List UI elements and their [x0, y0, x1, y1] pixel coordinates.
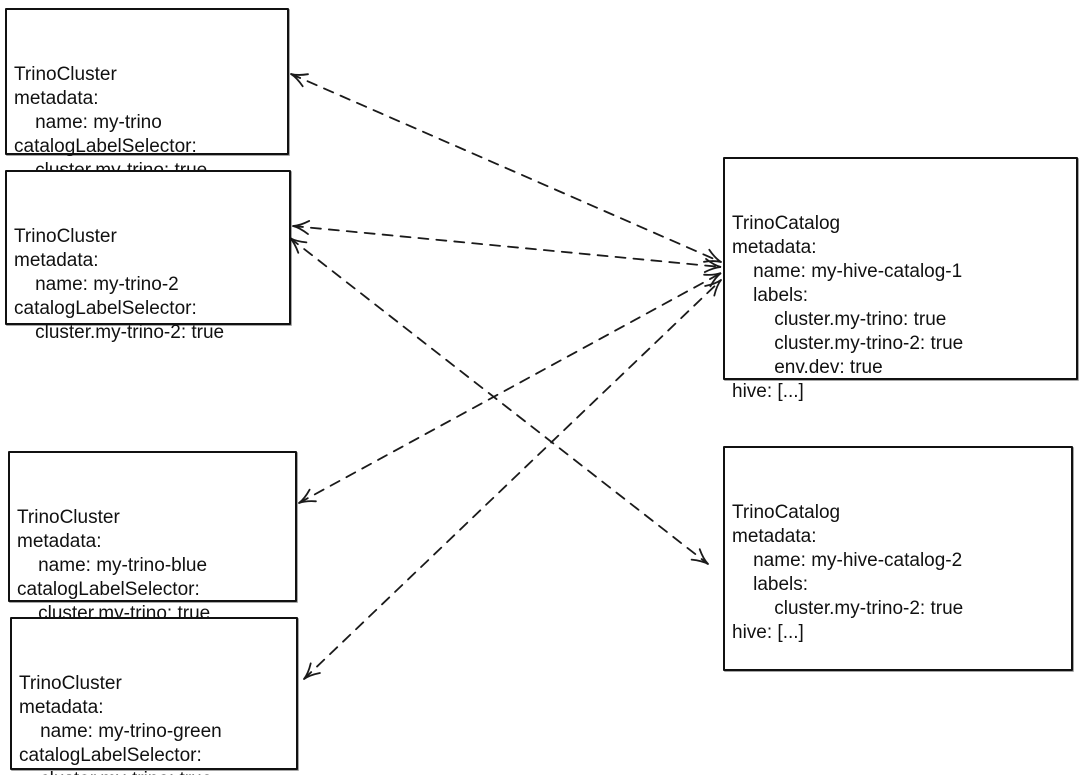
node-trinocatalog-my-hive-catalog-1: TrinoCatalog metadata: name: my-hive-cat… [723, 157, 1078, 402]
node-text: TrinoCatalog metadata: name: my-hive-cat… [732, 213, 964, 402]
edge-cluster-my-trino-to-catalog-1 [290, 73, 722, 263]
node-text: TrinoCluster metadata: name: my-trino-gr… [19, 673, 222, 775]
node-trinocluster-my-trino-green: TrinoCluster metadata: name: my-trino-gr… [10, 617, 298, 775]
arrowhead [303, 662, 321, 680]
node-trinocatalog-my-hive-catalog-2: TrinoCatalog metadata: name: my-hive-cat… [723, 446, 1073, 671]
node-text: TrinoCluster metadata: name: my-trino ca… [14, 64, 207, 181]
node-text: TrinoCluster metadata: name: my-trino-2 … [14, 226, 225, 343]
node-trinocluster-my-trino-2: TrinoCluster metadata: name: my-trino-2 … [5, 170, 291, 343]
edge-cluster-my-trino-2-to-catalog-1 [292, 220, 722, 273]
node-text: TrinoCatalog metadata: name: my-hive-cat… [732, 502, 964, 643]
edge-cluster-my-trino-2-to-catalog-2 [289, 237, 709, 565]
arrowhead [289, 237, 308, 254]
node-trinocluster-my-trino: TrinoCluster metadata: name: my-trino ca… [5, 8, 289, 181]
node-trinocluster-my-trino-blue: TrinoCluster metadata: name: my-trino-bl… [8, 451, 297, 624]
arrowhead [690, 548, 709, 565]
arrowhead [292, 220, 311, 235]
node-text: TrinoCluster metadata: name: my-trino-bl… [17, 507, 211, 624]
edge-cluster-my-trino-blue-to-catalog-1 [298, 272, 722, 504]
arrowhead [703, 258, 722, 273]
arrowhead [298, 488, 317, 504]
arrowhead [290, 73, 309, 88]
arrowhead [703, 272, 722, 288]
arrowhead [704, 279, 722, 297]
edge-cluster-my-trino-green-to-catalog-1 [303, 279, 722, 680]
